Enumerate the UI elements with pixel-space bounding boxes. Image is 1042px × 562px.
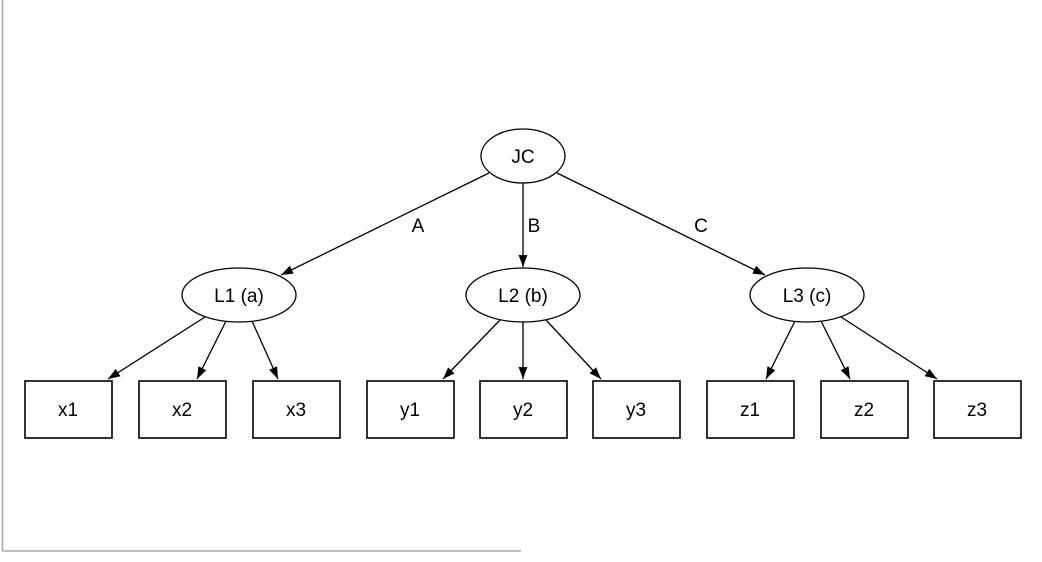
node-l1-label: L1 (a) [214, 286, 264, 307]
node-y3-rect [592, 380, 681, 439]
node-l2-label: L2 (b) [498, 286, 548, 307]
node-x3-label: x3 [286, 400, 306, 421]
edge-jc-l3 [556, 172, 766, 276]
node-l2-ellipse [465, 267, 581, 323]
node-x3: x3 [252, 380, 341, 439]
node-jc-ellipse [480, 128, 566, 184]
edge-jc-l1 [280, 172, 490, 276]
node-l2: L2 (b) [465, 267, 581, 323]
edge-l1-x2 [196, 320, 227, 380]
node-jc-label: JC [511, 147, 534, 168]
node-z3-rect [933, 380, 1022, 439]
node-jc: JC [480, 128, 566, 184]
node-x2-rect [138, 380, 227, 439]
node-z3-label: z3 [967, 400, 987, 421]
node-y2: y2 [479, 380, 568, 439]
node-l3-ellipse [749, 267, 865, 323]
node-z2: z2 [820, 380, 909, 439]
node-y1-rect [366, 380, 455, 439]
node-y1: y1 [366, 380, 455, 439]
node-l1-ellipse [181, 267, 297, 323]
node-z1: z1 [706, 380, 795, 439]
node-z2-rect [820, 380, 909, 439]
node-y2-rect [479, 380, 568, 439]
node-x1: x1 [24, 380, 113, 439]
node-z1-rect [706, 380, 795, 439]
edge-label-c: C [694, 216, 708, 237]
node-z1-label: z1 [740, 400, 760, 421]
edge-l3-z3 [840, 316, 938, 380]
edge-label-b: B [528, 216, 541, 237]
node-y2-label: y2 [513, 400, 533, 421]
edge-l3-z1 [765, 320, 796, 380]
node-x2: x2 [138, 380, 227, 439]
node-y1-label: y1 [400, 400, 420, 421]
node-x2-label: x2 [172, 400, 192, 421]
edge-l1-x1 [107, 316, 206, 380]
node-y3-label: y3 [626, 400, 646, 421]
node-l3: L3 (c) [749, 267, 865, 323]
edge-label-a: A [412, 216, 425, 237]
node-l3-label: L3 (c) [783, 286, 832, 307]
node-y3: y3 [592, 380, 681, 439]
node-x1-label: x1 [58, 400, 78, 421]
node-z3: z3 [933, 380, 1022, 439]
node-x1-rect [24, 380, 113, 439]
edge-l2-y3 [545, 319, 602, 380]
node-z2-label: z2 [854, 400, 874, 421]
edge-l3-z2 [820, 320, 851, 380]
edge-l2-y1 [442, 319, 501, 380]
node-l1: L1 (a) [181, 267, 297, 323]
node-x3-rect [252, 380, 341, 439]
edge-l1-x3 [251, 320, 279, 380]
